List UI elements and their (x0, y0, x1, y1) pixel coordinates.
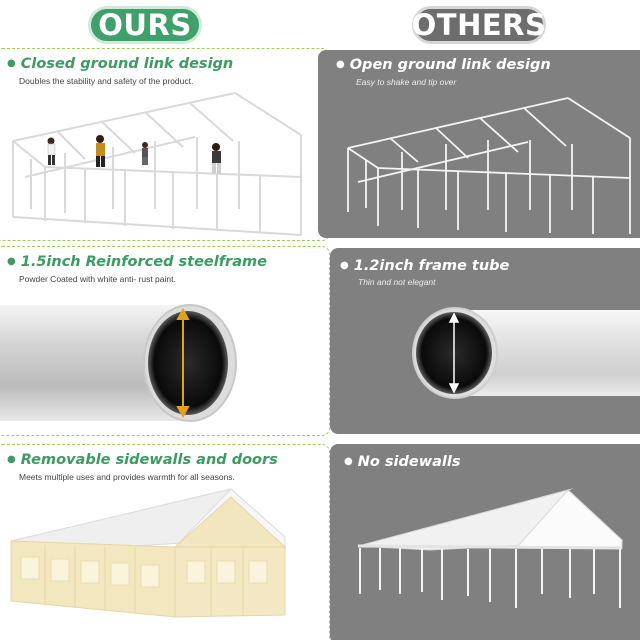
others-frame-tube-subtitle: Thin and not elegant (358, 277, 436, 287)
bullet-icon: ● (7, 454, 16, 465)
others-panel-ground-link: ●Open ground link design Easy to shake a… (318, 50, 640, 238)
ours-header-badge: OURS (88, 6, 202, 44)
bullet-icon: ● (7, 256, 16, 267)
ours-frame-tube-title: ●1.5inch Reinforced steelframe (7, 254, 267, 270)
ours-sidewalls-title: ●Removable sidewalls and doors (7, 452, 278, 468)
ours-ground-link-title: ●Closed ground link design (7, 56, 234, 72)
ours-frame-tube-subtitle: Powder Coated with white anti- rust pain… (19, 274, 176, 284)
measure-arrow-icon (448, 312, 460, 394)
bullet-icon: ● (340, 260, 349, 271)
ours-sidewalls-subtitle: Meets multiple uses and provides warmth … (19, 472, 235, 482)
others-header-badge: OTHERS (411, 6, 547, 44)
ours-panel-sidewalls: ●Removable sidewalls and doors Meets mul… (0, 444, 330, 640)
thin-tube-illustration (412, 307, 640, 399)
others-ground-link-subtitle: Easy to shake and tip over (356, 77, 457, 87)
open-tent-illustration (357, 488, 624, 608)
others-ground-link-title: ●Open ground link design (336, 57, 551, 73)
enclosed-tent-illustration (10, 487, 287, 618)
thick-tube-illustration (0, 304, 237, 422)
open-frame-illustration (347, 97, 631, 234)
closed-frame-illustration (12, 92, 302, 236)
others-panel-frame-tube: ●1.2inch frame tube Thin and not elegant (330, 248, 640, 434)
others-sidewalls-title: ●No sidewalls (344, 454, 461, 470)
bullet-icon: ● (7, 58, 16, 69)
bullet-icon: ● (336, 59, 345, 70)
ours-panel-ground-link: ●Closed ground link design Doubles the s… (0, 48, 330, 241)
measure-arrow-icon (176, 307, 190, 419)
others-panel-sidewalls: ●No sidewalls (330, 444, 640, 640)
others-frame-tube-title: ●1.2inch frame tube (340, 258, 510, 274)
ours-ground-link-subtitle: Doubles the stability and safety of the … (19, 76, 194, 86)
hanging-people (47, 135, 221, 174)
ours-panel-frame-tube: ●1.5inch Reinforced steelframe Powder Co… (0, 246, 330, 436)
bullet-icon: ● (344, 456, 353, 467)
